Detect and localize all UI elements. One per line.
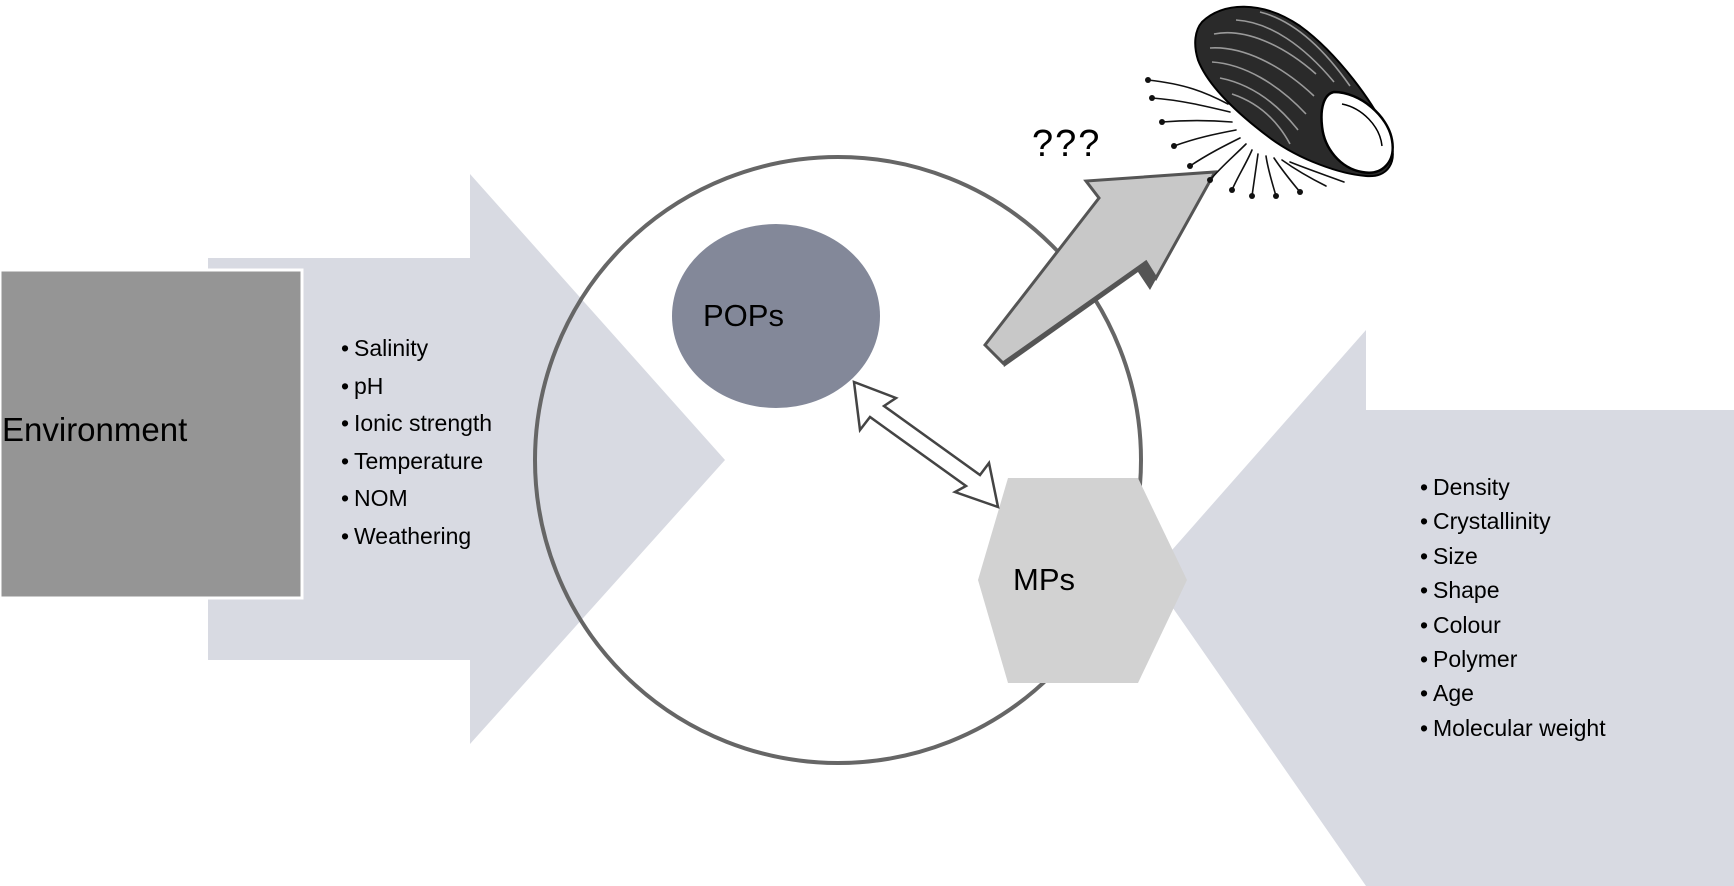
pops-label: POPs [703,298,784,333]
list-item: Polymer [1420,644,1606,678]
list-item: NOM [341,483,492,521]
list-item: Weathering [341,521,492,559]
list-item: Size [1420,541,1606,575]
list-item: Molecular weight [1420,713,1606,747]
list-item: Temperature [341,446,492,484]
list-item: Age [1420,678,1606,712]
list-item: pH [341,371,492,409]
environment-box [0,268,304,600]
mussel-icon [1145,5,1394,199]
interaction-circle [533,155,1143,765]
uptake-arrow [983,170,1218,365]
list-item: Shape [1420,575,1606,609]
environment-factor-list: Salinity pH Ionic strength Temperature N… [341,333,492,558]
mps-label: MPs [1013,562,1075,597]
uptake-question-label: ??? [1032,123,1102,165]
environment-label: Environment [2,411,188,448]
list-item: Salinity [341,333,492,371]
sorption-double-arrow [852,380,1000,509]
pops-ellipse [672,224,880,408]
microplastic-factor-list: Density Crystallinity Size Shape Colour … [1420,472,1606,747]
list-item: Density [1420,472,1606,506]
list-item: Colour [1420,610,1606,644]
mps-hexagon [978,478,1187,683]
list-item: Crystallinity [1420,506,1606,540]
list-item: Ionic strength [341,408,492,446]
